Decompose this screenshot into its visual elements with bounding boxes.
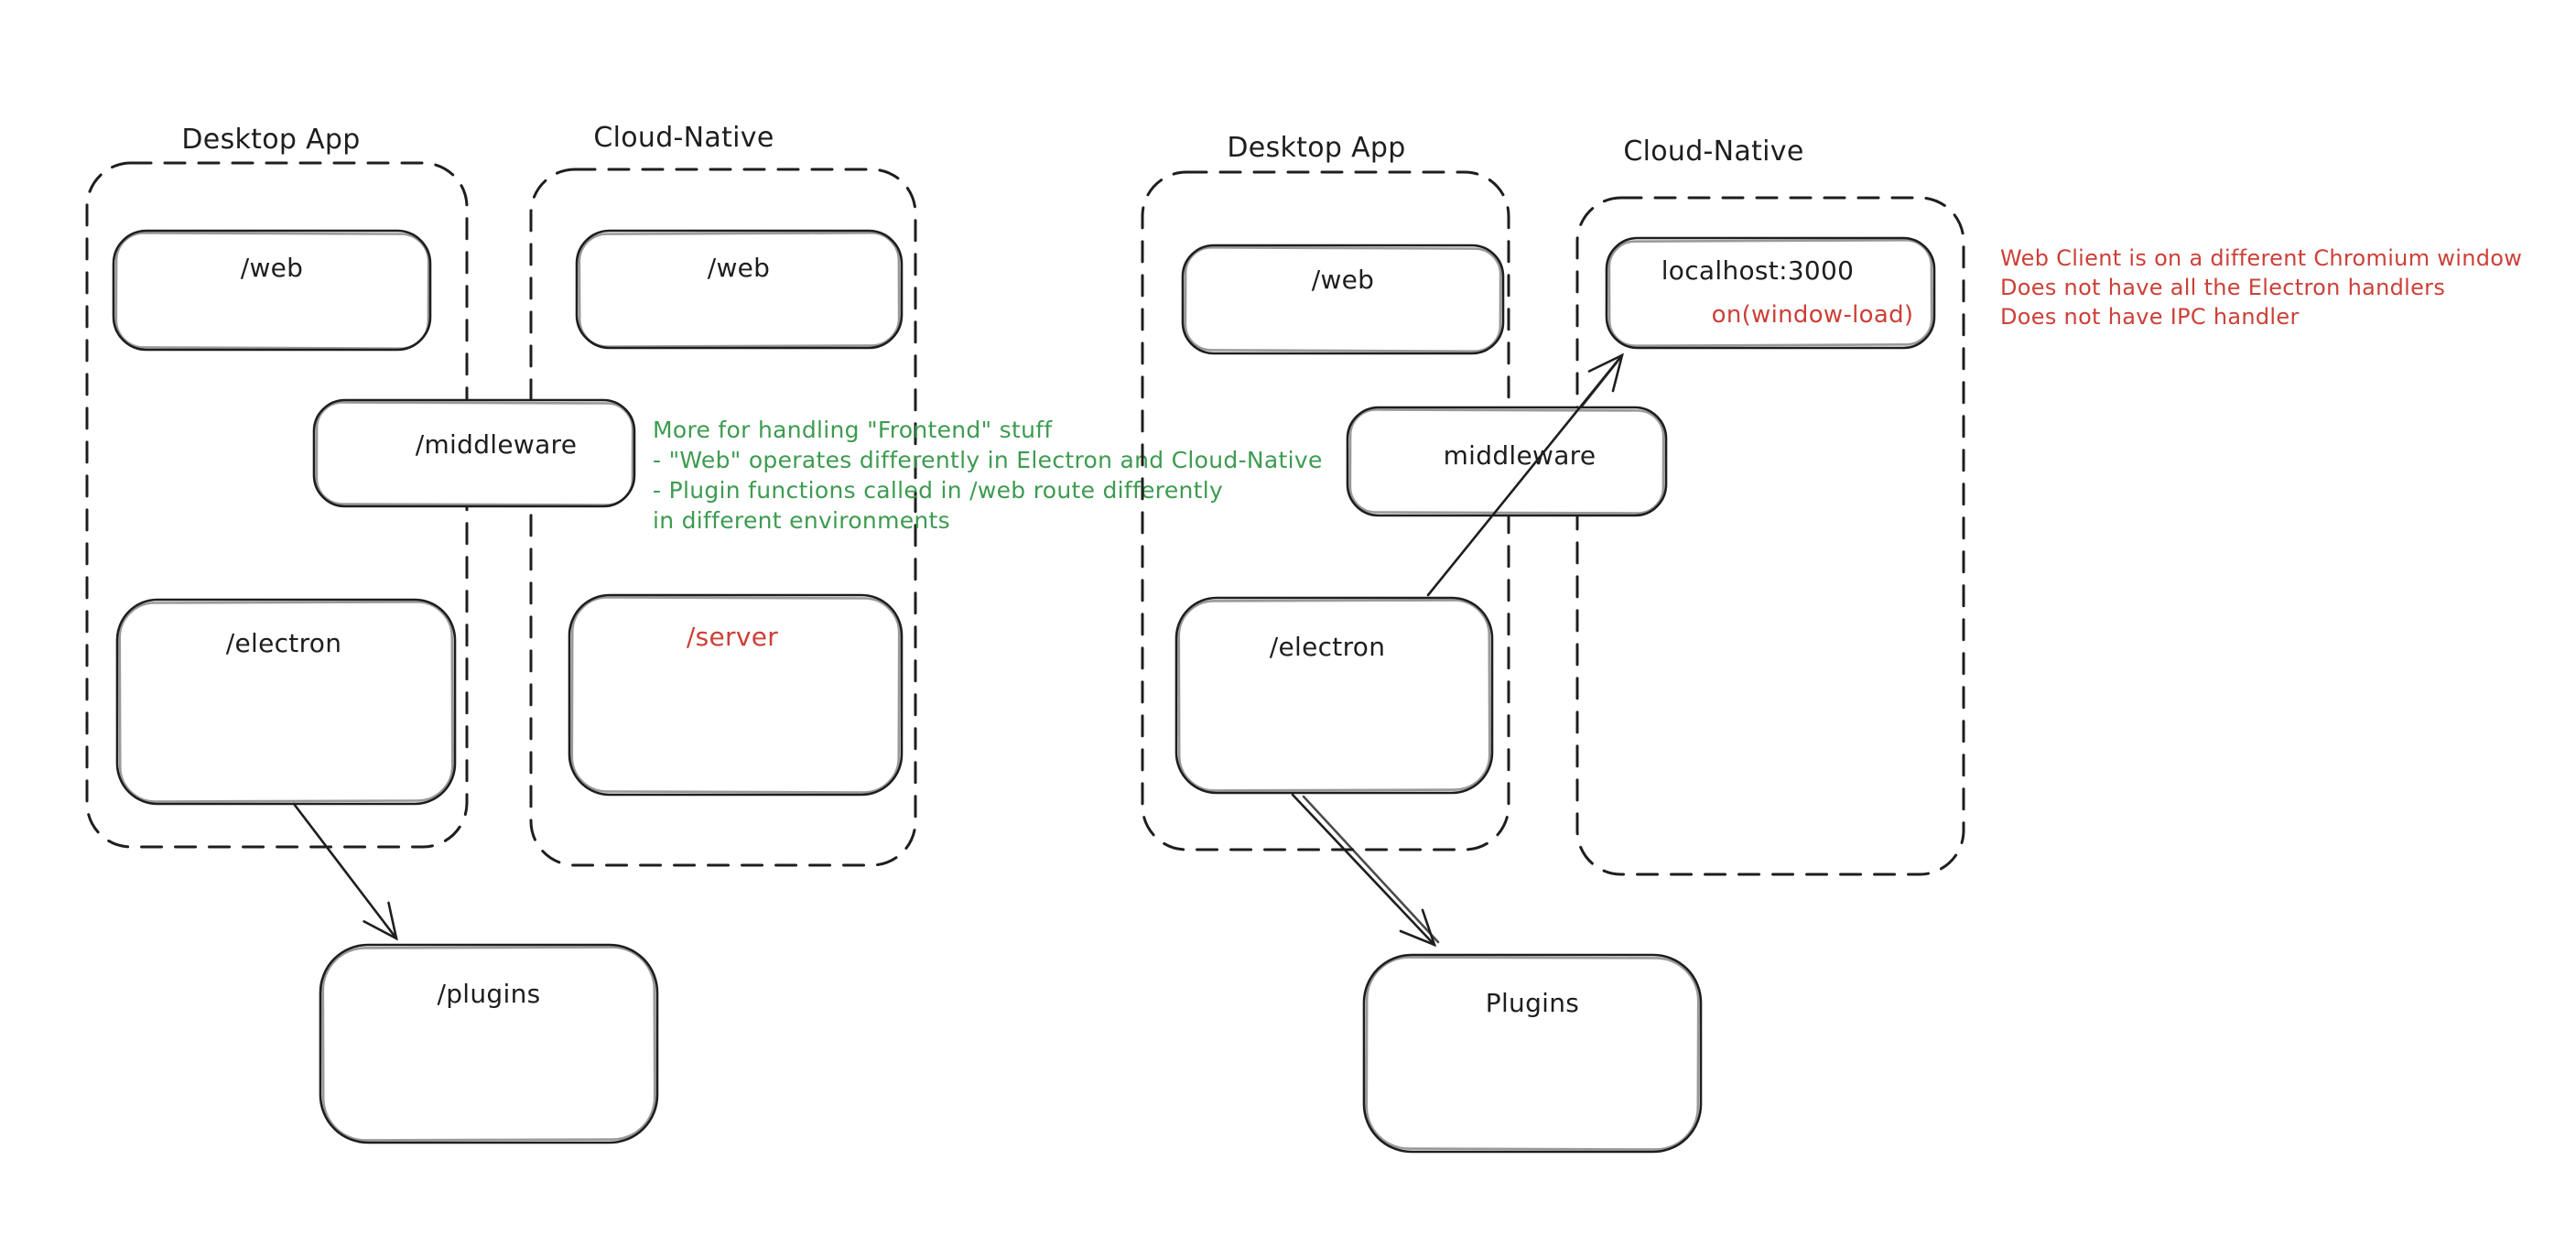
left-middleware-label: /middleware	[416, 429, 578, 460]
red-note-line-1: Web Client is on a different Chromium wi…	[2000, 245, 2522, 271]
left-cloud-native-title: Cloud-Native	[593, 122, 774, 154]
green-note-line-1: More for handling "Frontend" stuff	[653, 417, 1053, 443]
localhost-box-sketch	[1607, 239, 1933, 347]
left-electron-to-plugins-arrowhead	[363, 901, 398, 941]
green-note-line-2: - "Web" operates differently in Electron…	[653, 447, 1323, 473]
window-load-label: on(window-load)	[1712, 301, 1914, 329]
left-server-label: /server	[687, 622, 778, 652]
left-plugins-box	[319, 943, 659, 1144]
red-note-line-3: Does not have IPC handler	[2000, 304, 2300, 330]
left-server-box-sketch	[570, 596, 901, 794]
right-electron-to-plugins-arrow	[1291, 793, 1436, 947]
left-cloud-web-label: /web	[708, 253, 771, 283]
left-desktop-web-box	[112, 229, 432, 352]
right-desktop-web-box-sketch	[1184, 246, 1502, 352]
right-desktop-app-title: Desktop App	[1227, 132, 1405, 164]
right-electron-to-plugins-arrowhead	[1399, 908, 1437, 948]
electron-to-localhost-arrowhead	[1587, 352, 1624, 393]
right-middleware-label: middleware	[1444, 440, 1596, 471]
left-desktop-web-label: /web	[241, 253, 304, 283]
right-electron-box	[1174, 596, 1494, 795]
right-cloud-native-title: Cloud-Native	[1623, 136, 1803, 168]
left-electron-box	[115, 598, 457, 806]
right-desktop-app-container	[1141, 170, 1510, 851]
left-middleware-box	[312, 398, 636, 508]
left-plugins-box-sketch	[321, 946, 656, 1142]
left-server-box	[568, 593, 904, 797]
right-desktop-web-label: /web	[1312, 265, 1375, 295]
left-desktop-web-box-sketch	[114, 232, 430, 350]
red-note-line-2: Does not have all the Electron handlers	[2000, 275, 2445, 300]
left-electron-label: /electron	[226, 628, 342, 658]
right-electron-label: /electron	[1270, 632, 1386, 662]
right-electron-to-plugins-arrow-sketch	[1302, 795, 1440, 944]
right-electron-box-sketch	[1177, 599, 1491, 792]
right-middleware-box-sketch	[1348, 408, 1665, 515]
left-middleware-box-sketch	[315, 401, 634, 506]
right-middleware-box	[1346, 406, 1668, 517]
right-plugins-label: Plugins	[1486, 988, 1579, 1018]
left-electron-box-sketch	[118, 601, 454, 803]
right-plugins-box	[1362, 953, 1703, 1154]
localhost-box	[1605, 236, 1936, 350]
left-electron-to-plugins-arrow	[292, 802, 398, 940]
right-cloud-native-container	[1575, 196, 1965, 876]
left-cloud-native-container	[529, 168, 917, 867]
green-note-line-4: in different environments	[653, 507, 950, 534]
red-note: Web Client is on a different Chromium wi…	[2000, 245, 2522, 330]
right-plugins-box-sketch	[1365, 956, 1700, 1151]
right-desktop-web-box	[1181, 244, 1505, 355]
localhost-label: localhost:3000	[1661, 255, 1855, 286]
electron-to-localhost-arrow-sketch	[1579, 361, 1618, 409]
left-desktop-app-title: Desktop App	[181, 124, 360, 156]
left-cloud-web-box	[575, 229, 904, 350]
green-note: More for handling "Frontend" stuff - "We…	[653, 417, 1323, 534]
green-note-line-3: - Plugin functions called in /web route …	[653, 477, 1223, 504]
left-cloud-web-box-sketch	[578, 232, 901, 348]
left-plugins-label: /plugins	[437, 979, 540, 1009]
